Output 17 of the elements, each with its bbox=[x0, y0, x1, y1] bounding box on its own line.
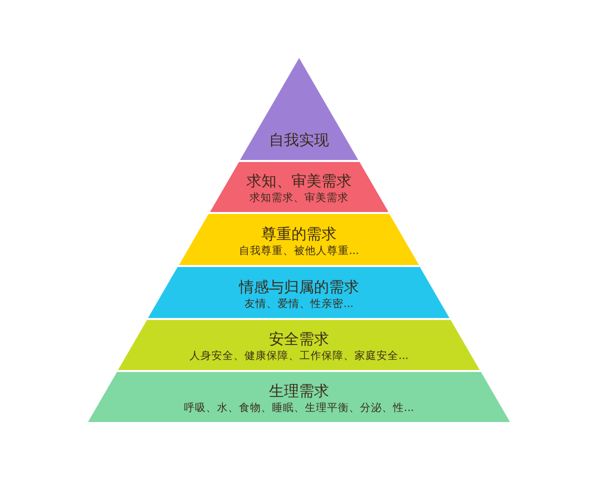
tier-title: 情感与归属的需求 bbox=[238, 278, 359, 297]
pyramid-tier bbox=[210, 162, 388, 212]
tier-description: 友情、爱情、性亲密... bbox=[244, 297, 354, 312]
pyramid-tier bbox=[179, 214, 419, 265]
tier-description: 自我尊重、被他人尊重... bbox=[238, 244, 359, 259]
pyramid-tier bbox=[88, 372, 510, 422]
pyramid-apex bbox=[240, 58, 358, 160]
tier-description: 呼吸、水、食物、睡眠、生理平衡、分泌、性... bbox=[184, 401, 414, 416]
tier-title: 安全需求 bbox=[268, 330, 329, 349]
pyramid-tier bbox=[118, 320, 480, 370]
tier-description: 求知需求、审美需求 bbox=[249, 191, 348, 206]
pyramid-tier bbox=[148, 267, 450, 318]
tier-title: 求知、审美需求 bbox=[246, 172, 352, 191]
tier-title: 自我实现 bbox=[268, 131, 329, 150]
tier-description: 人身安全、健康保障、工作保障、家庭安全... bbox=[189, 349, 408, 364]
tier-title: 尊重的需求 bbox=[261, 225, 336, 244]
tier-title: 生理需求 bbox=[269, 382, 329, 401]
